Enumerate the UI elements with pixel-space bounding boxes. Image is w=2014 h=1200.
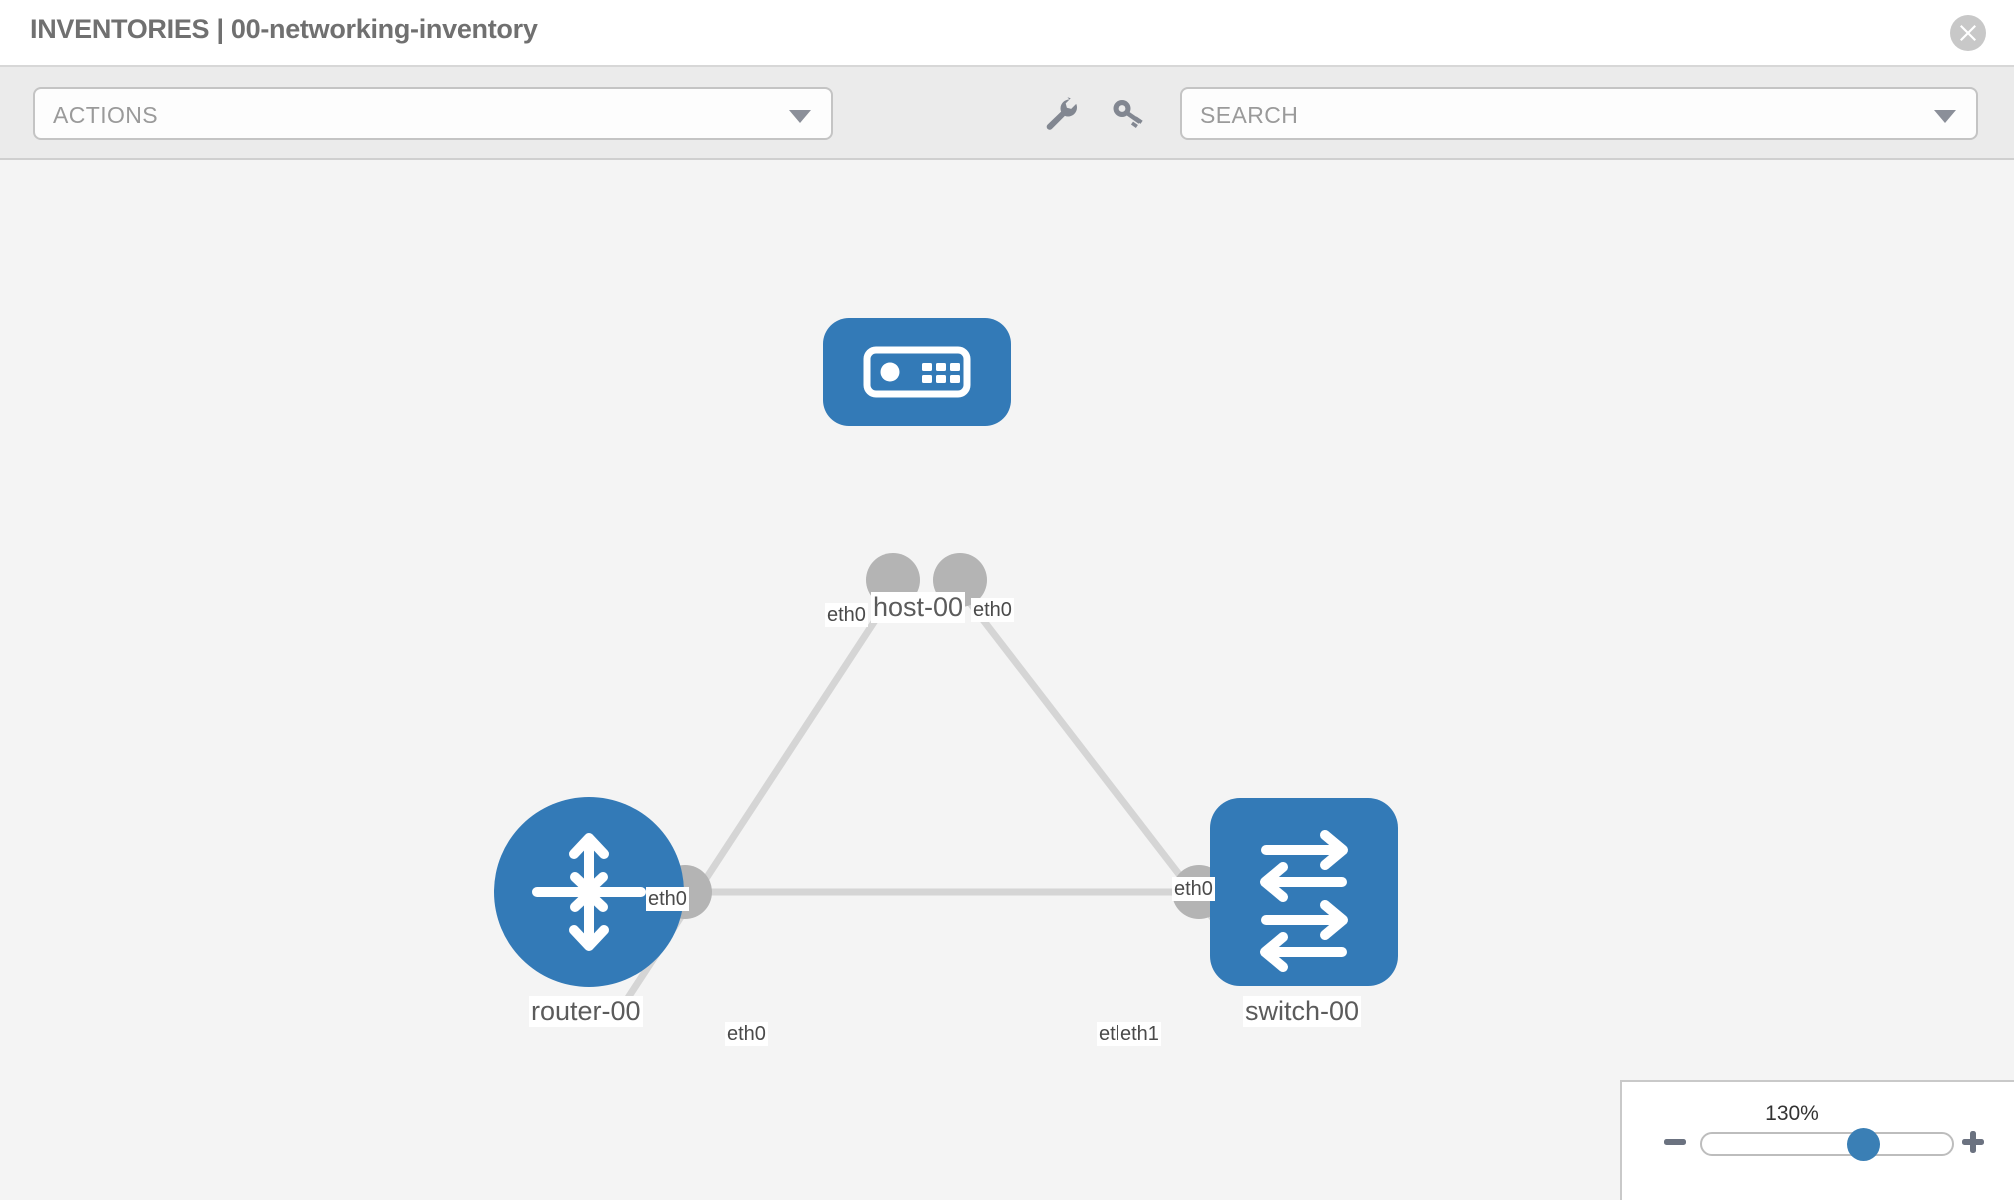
- port-label-switch00-uplink: eth0: [1172, 877, 1215, 901]
- actions-dropdown-label: ACTIONS: [53, 102, 159, 128]
- zoom-control-panel: 130%: [1620, 1080, 2014, 1200]
- port-label-host00-left: eth0: [825, 603, 868, 627]
- router-arrows-icon: [532, 833, 646, 951]
- chevron-down-icon: [789, 110, 811, 123]
- search-input[interactable]: SEARCH: [1180, 87, 1978, 140]
- topology-canvas[interactable]: eth0 eth0 eth0 eth0 eth0 eth0 eth1 host-…: [0, 160, 2014, 1200]
- minus-icon[interactable]: [1662, 1129, 1688, 1160]
- port-label-router00-uplink: eth0: [646, 887, 689, 911]
- port-label-switch00-eth1: eth1: [1118, 1022, 1161, 1046]
- zoom-slider[interactable]: [1700, 1128, 1954, 1161]
- search-placeholder: SEARCH: [1200, 102, 1299, 128]
- server-icon: [863, 346, 971, 398]
- zoom-slider-thumb[interactable]: [1847, 1128, 1880, 1161]
- wrench-icon[interactable]: [1039, 93, 1081, 135]
- switch-arrows-icon: [1260, 830, 1348, 972]
- node-switch-00-shape: [1210, 798, 1398, 986]
- plus-icon[interactable]: [1960, 1129, 1986, 1160]
- port-label-router00-eth0: eth0: [725, 1022, 768, 1046]
- node-router-00: [494, 797, 684, 987]
- topology-graph: [494, 318, 1398, 1012]
- node-label-router-00: router-00: [529, 996, 643, 1028]
- port-label-host00-right: eth0: [971, 598, 1014, 622]
- node-label-switch-00: switch-00: [1243, 996, 1362, 1028]
- chevron-down-icon: [1934, 110, 1956, 123]
- topology-edges: [617, 587, 1248, 1012]
- actions-dropdown[interactable]: ACTIONS: [33, 87, 833, 140]
- key-icon[interactable]: [1107, 93, 1149, 135]
- toolbar: ACTIONS SEARCH: [0, 67, 2014, 160]
- node-label-host-00: host-00: [871, 592, 966, 624]
- node-host-00-shape: [823, 318, 1011, 426]
- node-host-00: [823, 318, 1011, 426]
- close-icon[interactable]: [1950, 15, 1986, 51]
- page-title: INVENTORIES | 00-networking-inventory: [30, 14, 538, 44]
- zoom-percent-label: 130%: [1765, 1102, 1819, 1125]
- node-switch-00: [1210, 798, 1398, 986]
- page-header: INVENTORIES | 00-networking-inventory: [0, 0, 2014, 67]
